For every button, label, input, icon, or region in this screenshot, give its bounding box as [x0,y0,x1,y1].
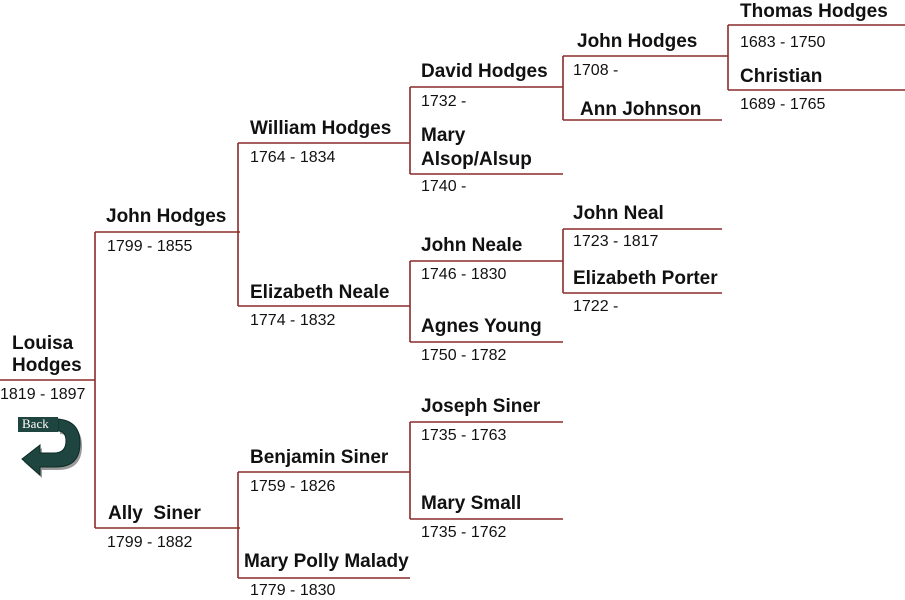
person-john-neale-dates: 1746 - 1830 [421,266,507,283]
person-john-neale-name[interactable]: John Neale [421,235,523,256]
person-thomas-hodges-name[interactable]: Thomas Hodges [740,1,888,22]
person-john-neal-dates: 1723 - 1817 [573,233,659,250]
person-william-hodges-dates: 1764 - 1834 [250,149,336,166]
person-david-hodges-name[interactable]: David Hodges [421,61,548,82]
back-button[interactable]: Back [18,417,82,479]
person-ally-siner-name[interactable]: Ally Siner [108,503,201,524]
person-mary-alsop-name-1[interactable]: Mary [421,125,466,146]
person-ally-siner-dates: 1799 - 1882 [107,534,193,551]
person-elizabeth-porter-name[interactable]: Elizabeth Porter [573,268,718,289]
person-agnes-young-name[interactable]: Agnes Young [421,316,542,337]
person-louisa-hodges-name-1[interactable]: Louisa [12,333,74,354]
person-mary-alsop-name-2[interactable]: Alsop/Alsup [421,149,532,170]
back-arrow-icon [18,417,82,478]
person-mary-small-name[interactable]: Mary Small [421,493,522,514]
person-louisa-hodges-dates: 1819 - 1897 [0,386,86,403]
person-david-hodges-dates: 1732 - [421,93,467,110]
person-elizabeth-porter-dates: 1722 - [573,298,619,315]
person-john-hodges-1799-dates: 1799 - 1855 [107,238,193,255]
person-mary-small-dates: 1735 - 1762 [421,524,507,541]
person-john-hodges-1799-name[interactable]: John Hodges [106,206,227,227]
person-elizabeth-neale-dates: 1774 - 1832 [250,312,336,329]
person-agnes-young-dates: 1750 - 1782 [421,347,507,364]
person-christian-name[interactable]: Christian [740,66,823,87]
person-mary-alsop-dates: 1740 - [421,178,467,195]
person-christian-dates: 1689 - 1765 [740,96,826,113]
person-benjamin-siner-dates: 1759 - 1826 [250,478,336,495]
person-john-hodges-1708-dates: 1708 - [573,62,619,79]
person-john-neal-name[interactable]: John Neal [573,203,664,224]
person-joseph-siner-dates: 1735 - 1763 [421,427,507,444]
person-louisa-hodges-name-2[interactable]: Hodges [12,355,82,376]
person-joseph-siner-name[interactable]: Joseph Siner [421,396,541,417]
person-john-hodges-1708-name[interactable]: John Hodges [577,31,698,52]
person-elizabeth-neale-name[interactable]: Elizabeth Neale [250,282,390,303]
back-button-label: Back [22,416,49,431]
person-william-hodges-name[interactable]: William Hodges [250,118,392,139]
person-benjamin-siner-name[interactable]: Benjamin Siner [250,447,389,468]
person-mary-polly-malady-dates: 1779 - 1830 [250,582,336,599]
person-ann-johnson-name[interactable]: Ann Johnson [580,99,702,120]
person-mary-polly-malady-name[interactable]: Mary Polly Malady [244,551,409,572]
person-thomas-hodges-dates: 1683 - 1750 [740,34,826,51]
